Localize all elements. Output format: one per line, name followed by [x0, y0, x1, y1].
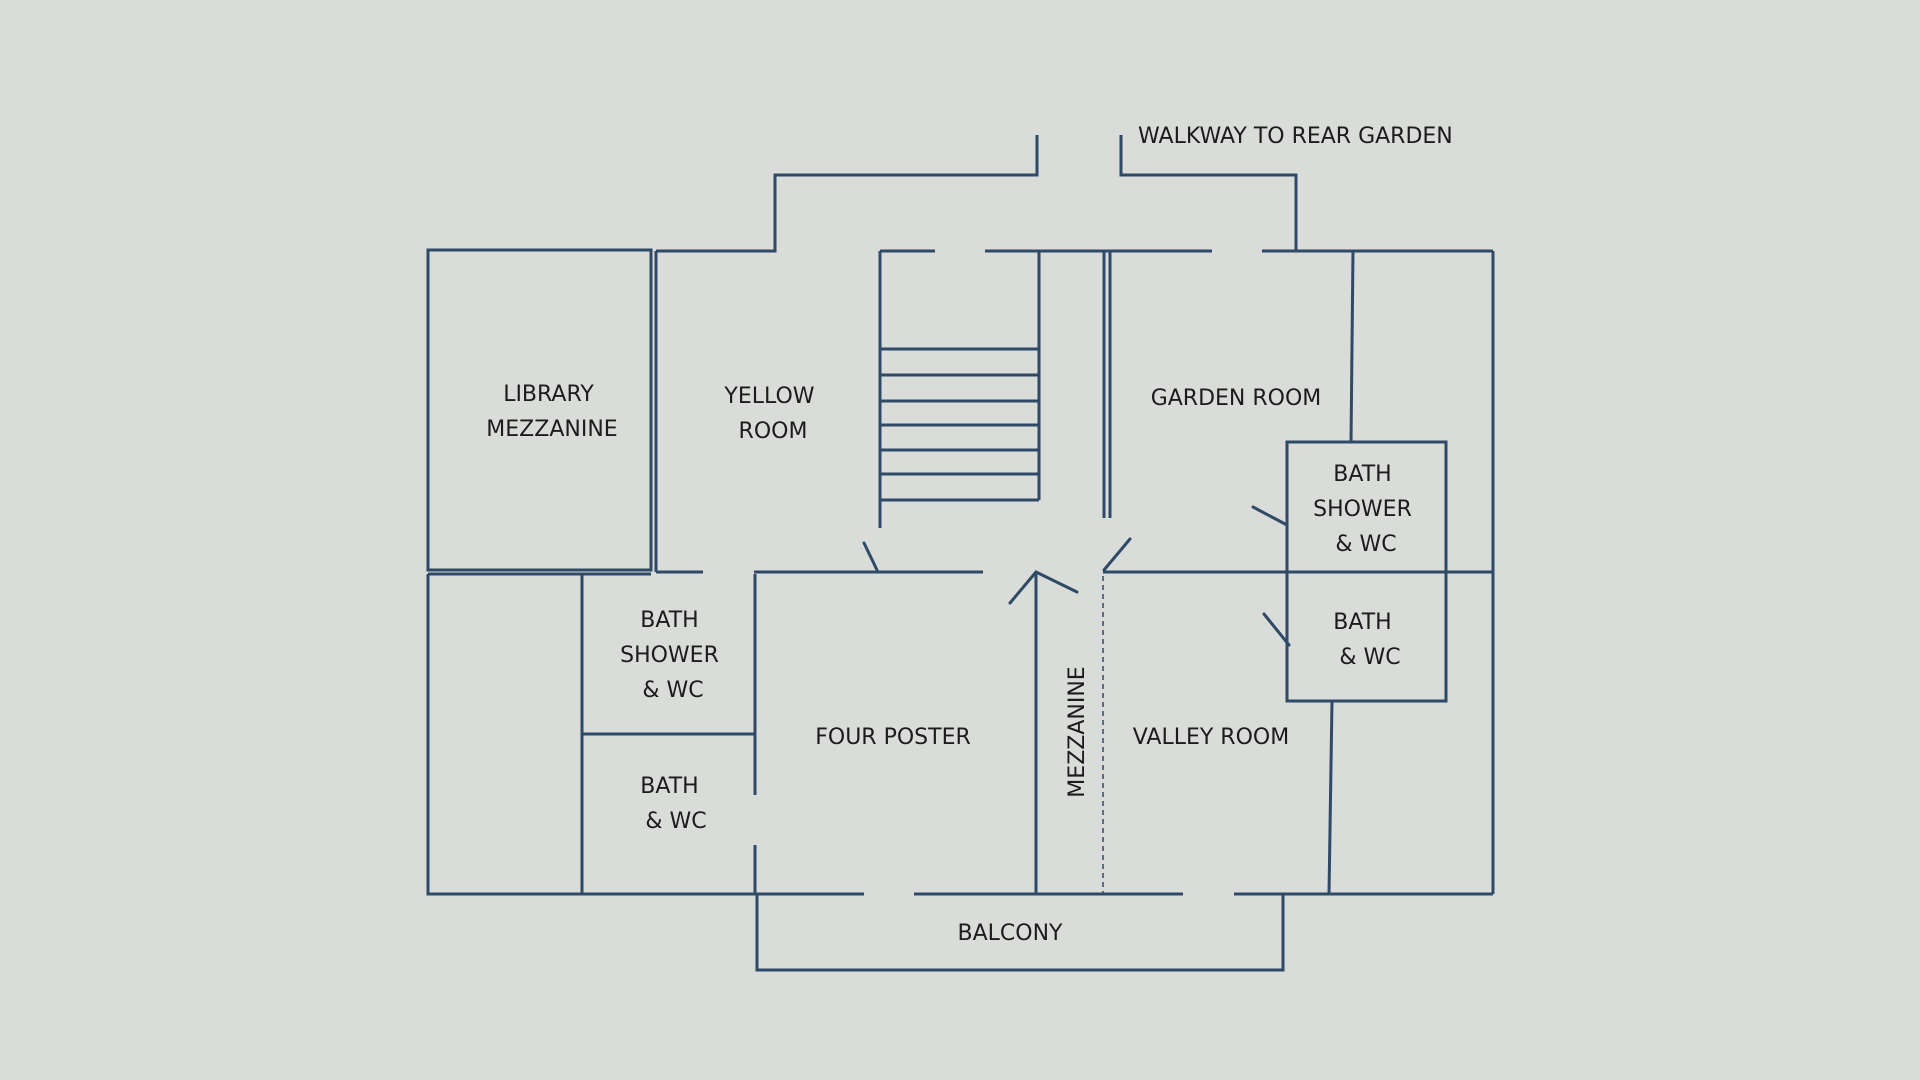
door-swings [862, 505, 1291, 647]
lower-left-outline [426, 574, 753, 896]
walkway-label: WALKWAY TO REAR GARDEN [1138, 124, 1453, 149]
bath-shower-wc-left-line3: & WC [642, 678, 703, 703]
bath-shower-wc-right-label: BATH SHOWER & WC [1313, 462, 1419, 557]
bath-wc-right-label: BATH & WC [1333, 610, 1400, 670]
bath-wc-right-line1: BATH [1333, 610, 1391, 635]
door-swing-yellow [862, 541, 879, 572]
bath-shower-wc-right-line3: & WC [1335, 532, 1396, 557]
yellow-room-label-line1: YELLOW [723, 384, 814, 409]
valley-room-right-wall [1327, 700, 1334, 895]
walkway-wall-left [656, 135, 1039, 253]
bath-wc-left-label: BATH & WC [640, 774, 706, 834]
bath-wc-right-line2: & WC [1339, 645, 1400, 670]
walls [426, 135, 1495, 972]
library-mezzanine-label-line1: LIBRARY [503, 382, 594, 407]
library-mezzanine-label-line2: MEZZANINE [486, 417, 617, 442]
valley-room-label: VALLEY ROOM [1133, 725, 1289, 750]
balcony-outline [755, 894, 1285, 972]
door-swing-stair-right [1034, 570, 1079, 594]
yellow-room-label: YELLOW ROOM [723, 384, 821, 444]
garden-room-label: GARDEN ROOM [1151, 386, 1322, 411]
bath-wc-left-line2: & WC [645, 809, 706, 834]
library-mezzanine-label: LIBRARY MEZZANINE [486, 382, 617, 442]
door-swing-garden [1102, 537, 1132, 572]
door-swing-bath-shower-right [1251, 505, 1289, 527]
bath-shower-wc-right-line1: BATH [1333, 462, 1391, 487]
bath-shower-wc-left-label: BATH SHOWER & WC [620, 608, 726, 703]
bath-shower-wc-left-line2: SHOWER [620, 643, 719, 668]
staircase [880, 347, 1039, 502]
walkway-wall-right [1119, 135, 1298, 251]
bath-shower-wc-right-line2: SHOWER [1313, 497, 1412, 522]
bath-shower-wc-left-line1: BATH [640, 608, 698, 633]
door-swing-bath-wc-right [1262, 612, 1291, 647]
library-mezzanine-outline [426, 248, 653, 572]
room-labels: WALKWAY TO REAR GARDEN LIBRARY MEZZANINE… [486, 124, 1452, 946]
garden-room-right-wall [1349, 250, 1355, 443]
door-swing-stair-left [1008, 570, 1038, 605]
bath-wc-left-line1: BATH [640, 774, 698, 799]
balcony-label: BALCONY [958, 921, 1064, 946]
yellow-room-label-line2: ROOM [739, 419, 808, 444]
mezzanine-label: MEZZANINE [1065, 666, 1090, 797]
four-poster-label: FOUR POSTER [815, 725, 971, 750]
